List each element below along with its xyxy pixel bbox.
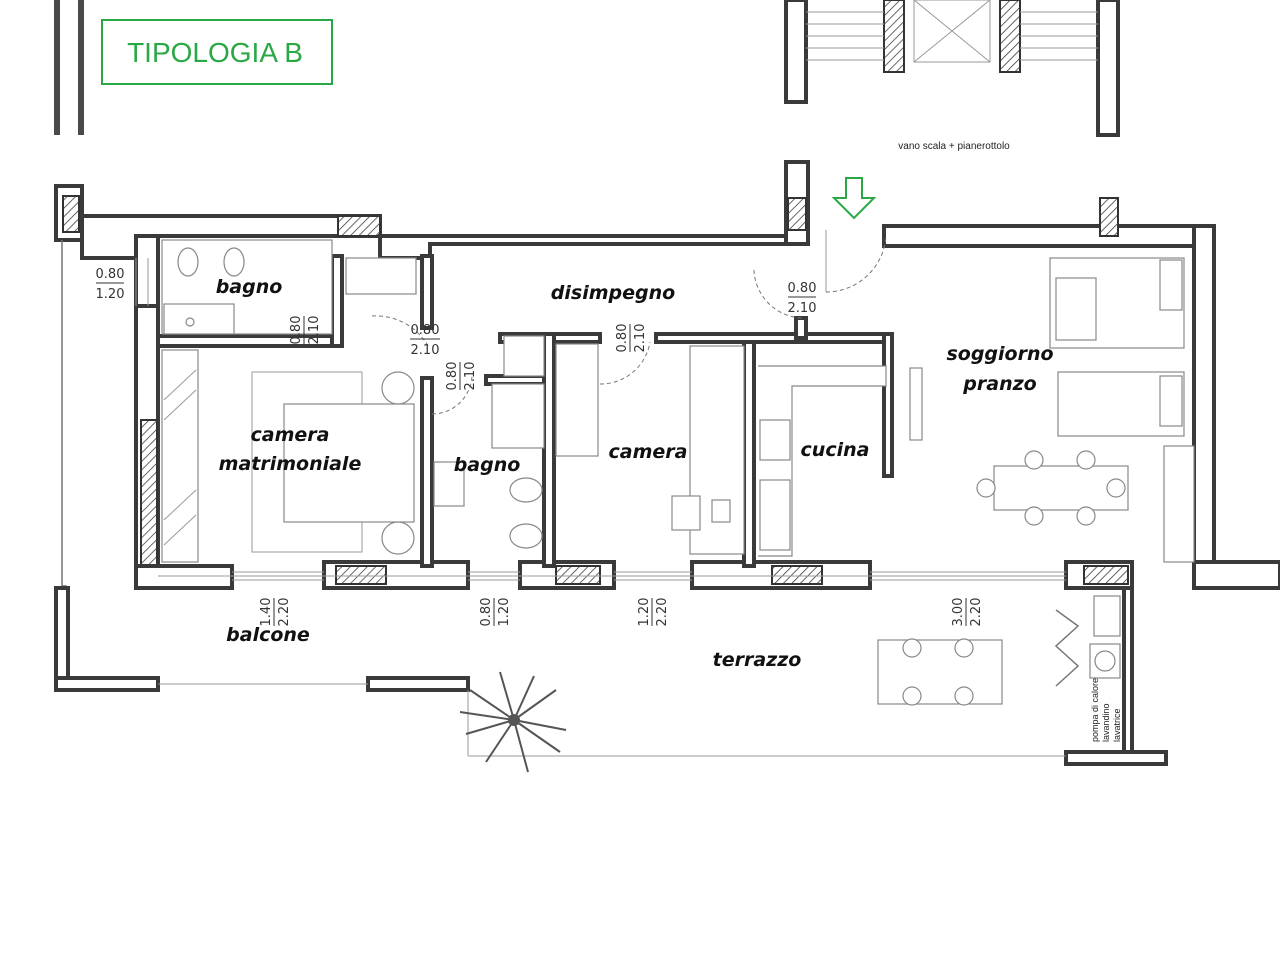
dim-bottom: 2.10 <box>411 343 440 358</box>
utility-label-lavandino: lavandino <box>1101 703 1111 742</box>
room-label-camera-1: camera <box>251 424 330 446</box>
room-label-matrimoniale: matrimoniale <box>219 453 362 475</box>
dim-bottom: 2.20 <box>655 598 670 627</box>
dim-bottom: 2.10 <box>463 362 478 391</box>
dim-bottom: 2.10 <box>633 324 648 353</box>
plan-title: TIPOLOGIA B <box>127 37 303 68</box>
outer-walls <box>54 160 1280 590</box>
dim-door-camera-matr: 0.80 2.10 <box>410 323 440 358</box>
room-label-cucina: cucina <box>801 439 870 461</box>
dim-bottom: 1.20 <box>96 287 125 302</box>
dim-bottom: 2.10 <box>788 301 817 316</box>
room-label-pranzo: pranzo <box>962 373 1036 395</box>
dim-top: 0.80 <box>96 267 125 282</box>
dim-door-bagno-mid: 0.80 2.10 <box>445 362 478 391</box>
stair-note: vano scala + pianerottolo <box>898 141 1010 152</box>
interior-walls <box>156 254 1168 766</box>
stairwell: vano scala + pianerottolo <box>784 0 1120 152</box>
room-label-camera: camera <box>609 441 688 463</box>
dim-top: 0.80 <box>615 324 630 353</box>
dim-window-left: 0.80 1.20 <box>96 267 125 302</box>
furniture <box>161 239 1195 706</box>
dim-top: 1.40 <box>259 598 274 627</box>
room-label-disimpegno: disimpegno <box>551 282 675 304</box>
dim-door-entrance: 0.80 2.10 <box>788 281 817 316</box>
dim-bottom: 2.20 <box>277 598 292 627</box>
utility-labels: pompa di calore lavandino lavatrice <box>1090 678 1122 742</box>
room-label-bagno-mid: bagno <box>454 454 521 476</box>
utility-label-pompa: pompa di calore <box>1090 678 1100 742</box>
dim-bottom: 2.20 <box>969 598 984 627</box>
room-label-balcone: balcone <box>226 624 310 646</box>
room-label-soggiorno: soggiorno <box>946 343 1053 365</box>
dim-top: 0.80 <box>788 281 817 296</box>
dim-window-camera: 1.20 2.20 <box>637 598 670 627</box>
dim-window-bagno: 0.80 1.20 <box>479 598 512 627</box>
dim-bottom: 1.20 <box>497 598 512 627</box>
room-label-terrazzo: terrazzo <box>713 649 802 671</box>
title-box: TIPOLOGIA B <box>101 19 333 85</box>
room-label-bagno: bagno <box>216 276 283 298</box>
dim-top: 1.20 <box>637 598 652 627</box>
tree-icon <box>459 671 567 773</box>
dim-top: 0.80 <box>411 323 440 338</box>
dim-window-soggiorno: 3.00 2.20 <box>951 598 984 627</box>
dim-door-bagno: 0.80 2.10 <box>289 316 322 345</box>
dim-top: 3.00 <box>951 598 966 627</box>
dim-door-camera: 0.80 2.10 <box>615 324 648 353</box>
top-left-wall <box>54 0 84 135</box>
windows <box>147 258 1066 581</box>
dim-top: 0.80 <box>479 598 494 627</box>
dim-bottom: 2.10 <box>307 316 322 345</box>
dim-top: 0.80 <box>289 316 304 345</box>
balcony-outline <box>54 240 1066 757</box>
doors <box>371 230 887 415</box>
entrance-arrow-icon <box>831 177 877 220</box>
dim-window-balcone: 1.40 2.20 <box>259 598 292 627</box>
dim-top: 0.80 <box>445 362 460 391</box>
utility-label-lavatrice: lavatrice <box>1112 708 1122 742</box>
